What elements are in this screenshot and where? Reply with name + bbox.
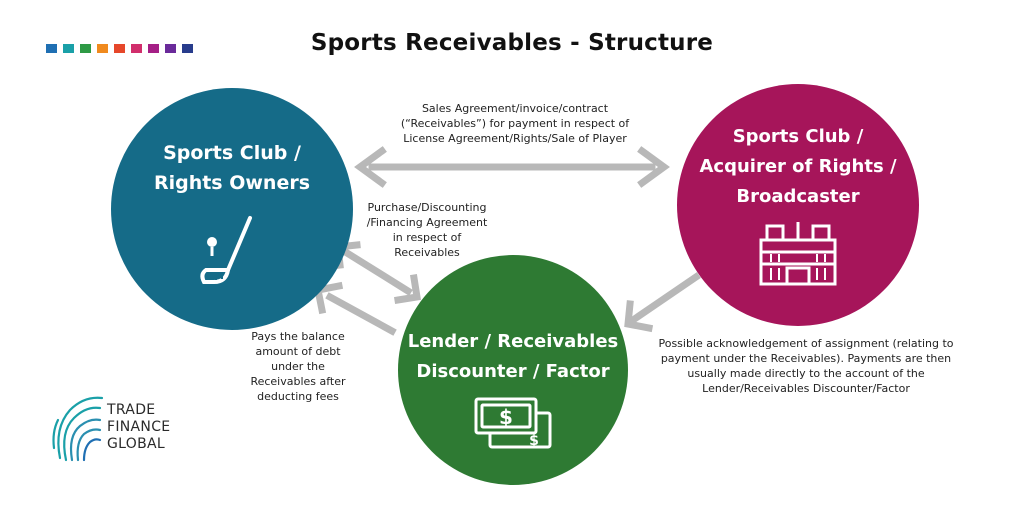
note-line: deducting fees xyxy=(257,390,339,403)
golf-club-icon xyxy=(200,216,252,284)
arrow-head-right xyxy=(637,146,670,188)
arrow-head-left xyxy=(354,146,387,188)
note-purchase-agreement: Purchase/Discounting /Financing Agreemen… xyxy=(352,200,502,260)
note-sales-agreement: Sales Agreement/invoice/contract (“Recei… xyxy=(380,101,650,146)
note-line: in respect of xyxy=(392,231,462,244)
logo-line: TRADE xyxy=(107,402,156,418)
arrow-head-lender xyxy=(393,273,422,305)
logo-line: GLOBAL xyxy=(107,436,165,452)
note-line: Pays the balance xyxy=(251,330,345,343)
label-line: Rights Owners xyxy=(153,172,311,194)
note-line: (“Receivables”) for payment in respect o… xyxy=(400,117,630,130)
color-swatch xyxy=(148,44,159,53)
color-swatch xyxy=(63,44,74,53)
label-line: Acquirer of Rights / xyxy=(699,156,897,177)
note-line: Purchase/Discounting xyxy=(367,201,487,214)
label-line: Discounter / Factor xyxy=(416,361,610,382)
arrow-head-lender-right xyxy=(624,300,654,333)
color-swatch xyxy=(46,44,57,53)
arrow-club-lender-double xyxy=(342,248,413,296)
svg-text:$: $ xyxy=(529,433,539,449)
logo-line: FINANCE xyxy=(107,419,171,435)
note-pays-balance: Pays the balance amount of debt under th… xyxy=(228,329,368,404)
note-line: Sales Agreement/invoice/contract xyxy=(421,102,609,115)
arrow-lender-club xyxy=(325,292,397,336)
circle-sports-club-acquirer-broadcaster: Sports Club / Acquirer of Rights / Broad… xyxy=(677,84,919,326)
fingerprint-logo-icon xyxy=(52,396,104,462)
note-line: Receivables xyxy=(394,246,460,259)
color-swatch xyxy=(114,44,125,53)
note-line: Receivables after xyxy=(250,375,346,388)
circle-label: Sports Club / Acquirer of Rights / Broad… xyxy=(699,122,896,212)
note-line: Possible acknowledgement of assignment (… xyxy=(658,337,954,350)
arrow-acquirer-lender xyxy=(628,272,701,325)
note-line: amount of debt xyxy=(255,345,341,358)
note-line: Lender/Receivables Discounter/Factor xyxy=(702,382,910,395)
color-swatch xyxy=(97,44,108,53)
note-acknowledgement: Possible acknowledgement of assignment (… xyxy=(656,336,956,396)
money-bills-icon: $ $ xyxy=(474,397,552,449)
color-swatch xyxy=(131,44,142,53)
circle-lender-receivables-discounter: Lender / Receivables Discounter / Factor… xyxy=(398,255,628,485)
label-line: Sports Club / xyxy=(163,142,301,164)
label-line: Sports Club / xyxy=(732,126,864,147)
label-line: Broadcaster xyxy=(736,186,860,207)
svg-text:$: $ xyxy=(499,405,513,429)
note-line: payment under the Receivables). Payments… xyxy=(660,352,952,365)
note-line: /Financing Agreement xyxy=(366,216,488,229)
color-swatch xyxy=(80,44,91,53)
circle-label: Sports Club / Rights Owners xyxy=(154,138,310,198)
circle-sports-club-rights-owners: Sports Club / Rights Owners xyxy=(111,88,353,330)
label-line: Lender / Receivables xyxy=(407,331,619,352)
note-line: under the xyxy=(271,360,325,373)
note-line: License Agreement/Rights/Sale of Player xyxy=(403,132,627,145)
stadium-icon xyxy=(759,222,837,286)
circle-label: Lender / Receivables Discounter / Factor xyxy=(408,327,619,387)
note-line: usually made directly to the account of … xyxy=(687,367,925,380)
page-title: Sports Receivables - Structure xyxy=(310,30,714,56)
color-swatch-bar xyxy=(46,44,193,53)
logo-wordmark: TRADE FINANCE GLOBAL xyxy=(107,402,170,453)
color-swatch xyxy=(182,44,193,53)
color-swatch xyxy=(165,44,176,53)
